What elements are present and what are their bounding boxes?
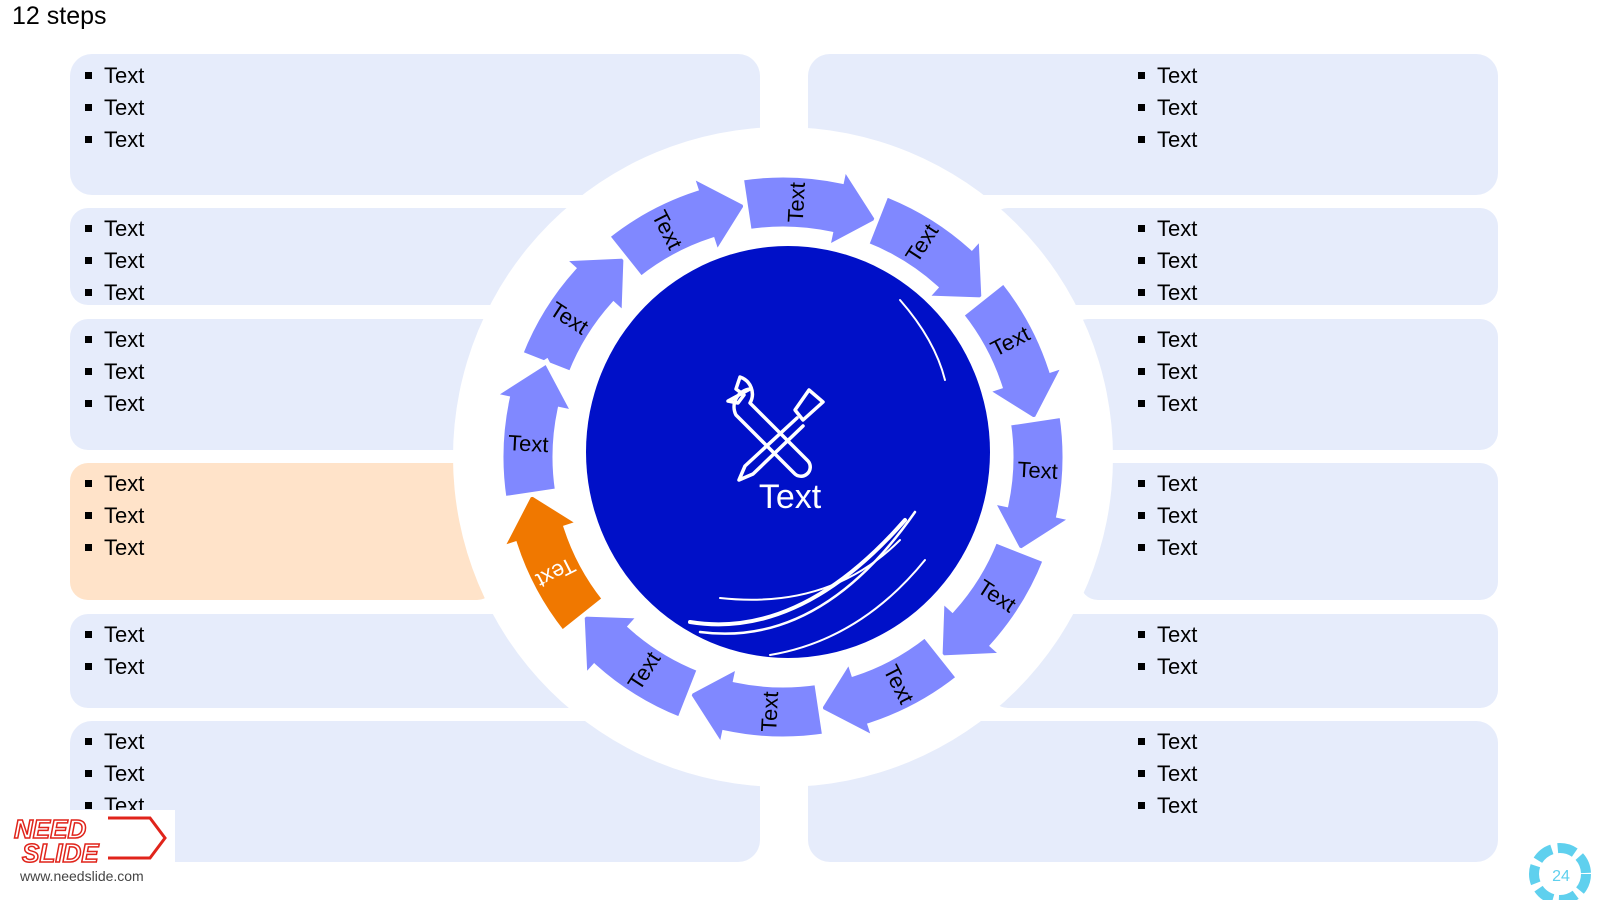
list-item: Text xyxy=(72,500,144,532)
cycle-arrow-4[interactable] xyxy=(863,191,987,303)
cycle-arrow-label-9: Text xyxy=(756,691,783,733)
center-label: Text xyxy=(758,478,822,516)
list-item: Text xyxy=(72,124,144,156)
cycle-arrow-label-12: Text xyxy=(508,430,550,457)
right-list-4: Text Text Text xyxy=(1125,468,1197,564)
list-item: Text xyxy=(1125,468,1197,500)
list-item: Text xyxy=(72,726,144,758)
needslide-logo: NEED SLIDE xyxy=(0,810,175,900)
left-list-6: Text Text Text xyxy=(72,726,144,822)
right-panel-1[interactable] xyxy=(808,54,1498,195)
list-item: Text xyxy=(1125,790,1197,822)
left-panel-4[interactable] xyxy=(70,463,495,600)
list-item: Text xyxy=(72,324,144,356)
left-panel-5[interactable] xyxy=(70,614,590,708)
left-panel-3[interactable] xyxy=(70,319,510,450)
right-panel-2[interactable] xyxy=(990,208,1498,305)
right-panel-6[interactable] xyxy=(808,721,1498,862)
logo-line-1: NEED xyxy=(14,814,86,844)
list-item: Text xyxy=(72,92,144,124)
left-list-1: Text Text Text xyxy=(72,60,144,156)
list-item: Text xyxy=(1125,651,1197,683)
cycle-arrow-12[interactable] xyxy=(486,357,579,502)
list-item: Text xyxy=(72,356,144,388)
list-item: Text xyxy=(72,245,144,277)
cycle-arrow-11[interactable] xyxy=(496,488,609,637)
cycle-arrow-1[interactable] xyxy=(517,253,629,377)
left-list-5: Text Text xyxy=(72,619,144,683)
list-item: Text xyxy=(1125,213,1197,245)
right-panel-3[interactable] xyxy=(1070,319,1498,450)
logo-mark: NEED SLIDE xyxy=(13,813,167,869)
cycle-arrow-6[interactable] xyxy=(987,412,1080,557)
center-circle xyxy=(586,246,990,658)
list-item: Text xyxy=(1125,758,1197,790)
list-item: Text xyxy=(1125,500,1197,532)
left-panel-2[interactable] xyxy=(70,208,590,305)
list-item: Text xyxy=(72,277,144,309)
right-panel-5[interactable] xyxy=(990,614,1498,708)
left-panels xyxy=(70,54,760,862)
cycle-arrow-9[interactable] xyxy=(683,661,828,754)
right-list-3: Text Text Text xyxy=(1125,324,1197,420)
list-item: Text xyxy=(1125,324,1197,356)
list-item: Text xyxy=(1125,124,1197,156)
right-list-1: Text Text Text xyxy=(1125,60,1197,156)
list-item: Text xyxy=(1125,92,1197,124)
slide-title: 12 steps xyxy=(12,2,107,30)
page-number: 24 xyxy=(1552,868,1570,885)
right-list-2: Text Text Text xyxy=(1125,213,1197,309)
list-item: Text xyxy=(72,388,144,420)
logo-line-2: SLIDE xyxy=(22,838,99,868)
list-item: Text xyxy=(1125,532,1197,564)
list-item: Text xyxy=(72,213,144,245)
cycle-arrow-7[interactable] xyxy=(937,537,1049,661)
list-item: Text xyxy=(72,651,144,683)
list-item: Text xyxy=(1125,726,1197,758)
right-panel-4[interactable] xyxy=(1080,463,1498,600)
cycle-arrows: TextTextTextTextTextTextTextTextTextText… xyxy=(486,160,1080,754)
cycle-arrow-8[interactable] xyxy=(814,631,963,744)
list-item: Text xyxy=(1125,619,1197,651)
list-item: Text xyxy=(1125,245,1197,277)
list-item: Text xyxy=(72,619,144,651)
list-item: Text xyxy=(1125,60,1197,92)
right-list-6: Text Text Text xyxy=(1125,726,1197,822)
cycle-arrow-3[interactable] xyxy=(738,160,883,253)
right-list-5: Text Text xyxy=(1125,619,1197,683)
left-panel-1[interactable] xyxy=(70,54,760,195)
cycle-arrow-2[interactable] xyxy=(603,170,752,283)
left-list-4: Text Text Text xyxy=(72,468,144,564)
brush-strokes xyxy=(688,299,946,656)
page-badge-icon xyxy=(1529,843,1591,900)
left-list-2: Text Text Text xyxy=(72,213,144,309)
cycle-arrow-label-6: Text xyxy=(1017,457,1059,484)
right-panels xyxy=(808,54,1498,862)
list-item: Text xyxy=(72,60,144,92)
left-list-3: Text Text Text xyxy=(72,324,144,420)
cycle-arrow-5[interactable] xyxy=(957,277,1070,426)
cycle-arrow-label-3: Text xyxy=(783,182,810,224)
cycle-arrow-10[interactable] xyxy=(579,611,703,723)
wrench-screwdriver-icon xyxy=(726,375,825,482)
list-item: Text xyxy=(1125,277,1197,309)
list-item: Text xyxy=(72,468,144,500)
list-item: Text xyxy=(1125,356,1197,388)
list-item: Text xyxy=(72,532,144,564)
list-item: Text xyxy=(72,758,144,790)
left-panel-6[interactable] xyxy=(70,721,760,862)
footer-url: www.needslide.com xyxy=(20,868,144,884)
list-item: Text xyxy=(1125,388,1197,420)
